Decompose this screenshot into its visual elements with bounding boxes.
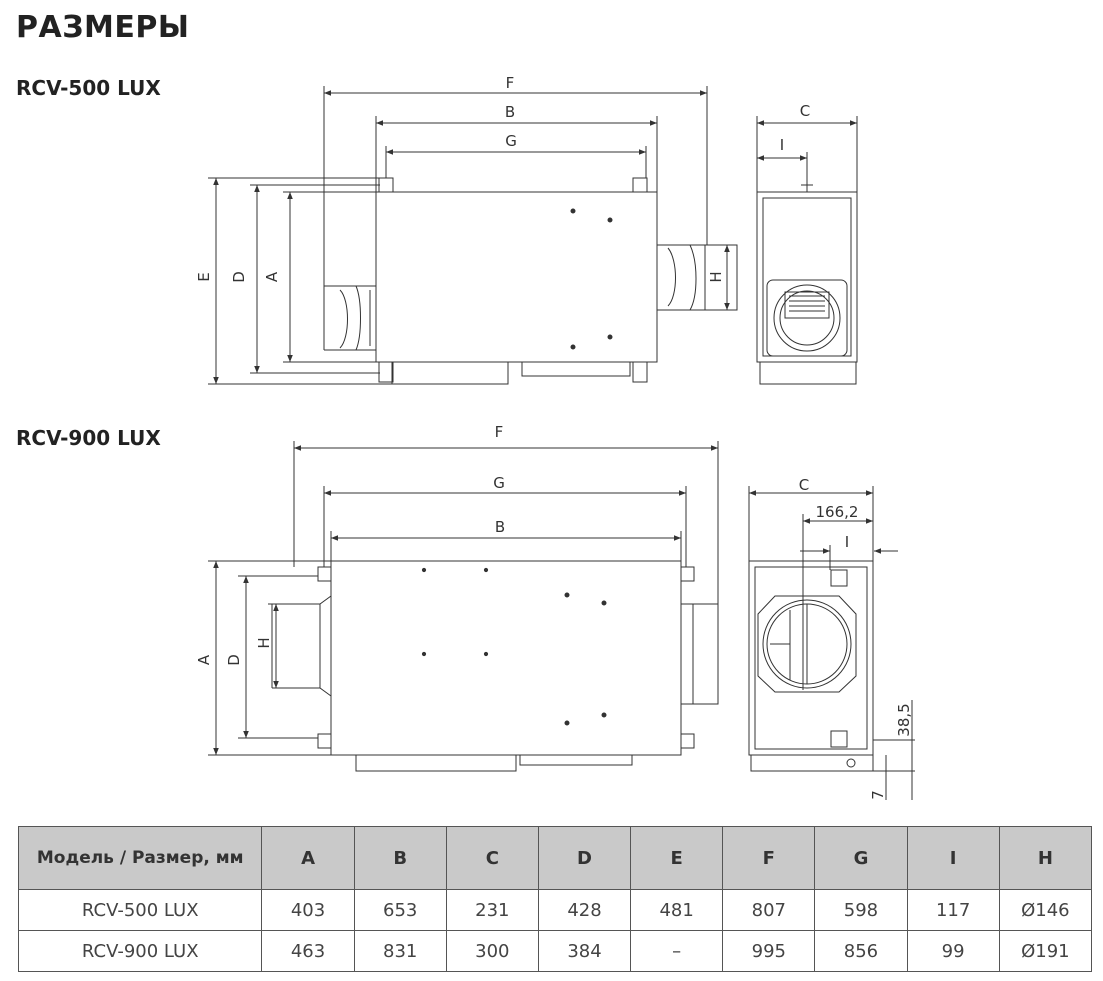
label-i: I [780, 136, 784, 154]
label-b: B [495, 518, 505, 536]
table-cell: Ø191 [998, 930, 1093, 972]
table-cell: 831 [353, 930, 447, 972]
column-header: H [998, 826, 1093, 890]
table-cell: Ø146 [998, 889, 1093, 931]
label-b: B [505, 103, 515, 121]
label-38-5: 38,5 [895, 703, 913, 736]
table-cell: RCV-500 LUX [17, 889, 263, 931]
label-h: H [255, 637, 273, 648]
column-header: D [537, 826, 632, 890]
column-header: G [814, 826, 908, 890]
column-header: E [630, 826, 724, 890]
table-cell: 995 [722, 930, 816, 972]
column-header: C [445, 826, 539, 890]
label-d: D [230, 271, 248, 283]
table-cell: 231 [445, 889, 539, 931]
table-cell: 481 [630, 889, 724, 931]
table-row: RCV-900 LUX 463 831 300 384 – 995 856 99… [17, 930, 1093, 972]
table-cell: 384 [537, 930, 632, 972]
table-cell: 428 [537, 889, 632, 931]
table-cell: 403 [261, 889, 355, 931]
label-a: A [195, 654, 213, 665]
dimension-drawings: F B G C I E D A H F G B C 166,2 I A D H … [195, 74, 915, 800]
table-cell: RCV-900 LUX [17, 930, 263, 972]
rcv900-front-view [748, 486, 915, 800]
label-i: I [845, 533, 849, 551]
table-cell: 463 [261, 930, 355, 972]
table-cell: 856 [814, 930, 908, 972]
rcv900-side-view [208, 441, 719, 772]
label-a: A [263, 271, 281, 282]
label-e: E [195, 272, 213, 281]
table-cell: 99 [906, 930, 1000, 972]
label-g: G [493, 474, 505, 492]
table-cell: 598 [814, 889, 908, 931]
dimension-labels: F B G C I E D A H F G B C 166,2 I A D H … [195, 74, 913, 800]
table-cell: 117 [906, 889, 1000, 931]
column-header: F [722, 826, 816, 890]
dimensions-table: Модель / Размер, мм A B C D E F G I H RC… [17, 826, 1093, 972]
column-header: I [906, 826, 1000, 890]
label-166-2: 166,2 [816, 503, 859, 521]
table-row: RCV-500 LUX 403 653 231 428 481 807 598 … [17, 889, 1093, 931]
table-cell: – [630, 930, 724, 972]
model-title-rcv500: RCV-500 LUX [16, 76, 161, 100]
column-header: A [261, 826, 355, 890]
column-header: Модель / Размер, мм [17, 826, 263, 890]
table-cell: 653 [353, 889, 447, 931]
label-c: C [800, 102, 810, 120]
label-f: F [495, 423, 504, 441]
page-title: РАЗМЕРЫ [16, 10, 190, 45]
table-header-row: Модель / Размер, мм A B C D E F G I H [17, 826, 1093, 890]
label-d: D [225, 654, 243, 666]
label-7: 7 [869, 790, 887, 800]
table-cell: 807 [722, 889, 816, 931]
rcv500-side-view [208, 86, 738, 385]
column-header: B [353, 826, 447, 890]
label-h: H [707, 271, 725, 282]
rcv500-front-view [756, 116, 858, 385]
table-cell: 300 [445, 930, 539, 972]
model-title-rcv900: RCV-900 LUX [16, 426, 161, 450]
label-g: G [505, 132, 517, 150]
label-f: F [506, 74, 515, 92]
label-c: C [799, 476, 809, 494]
